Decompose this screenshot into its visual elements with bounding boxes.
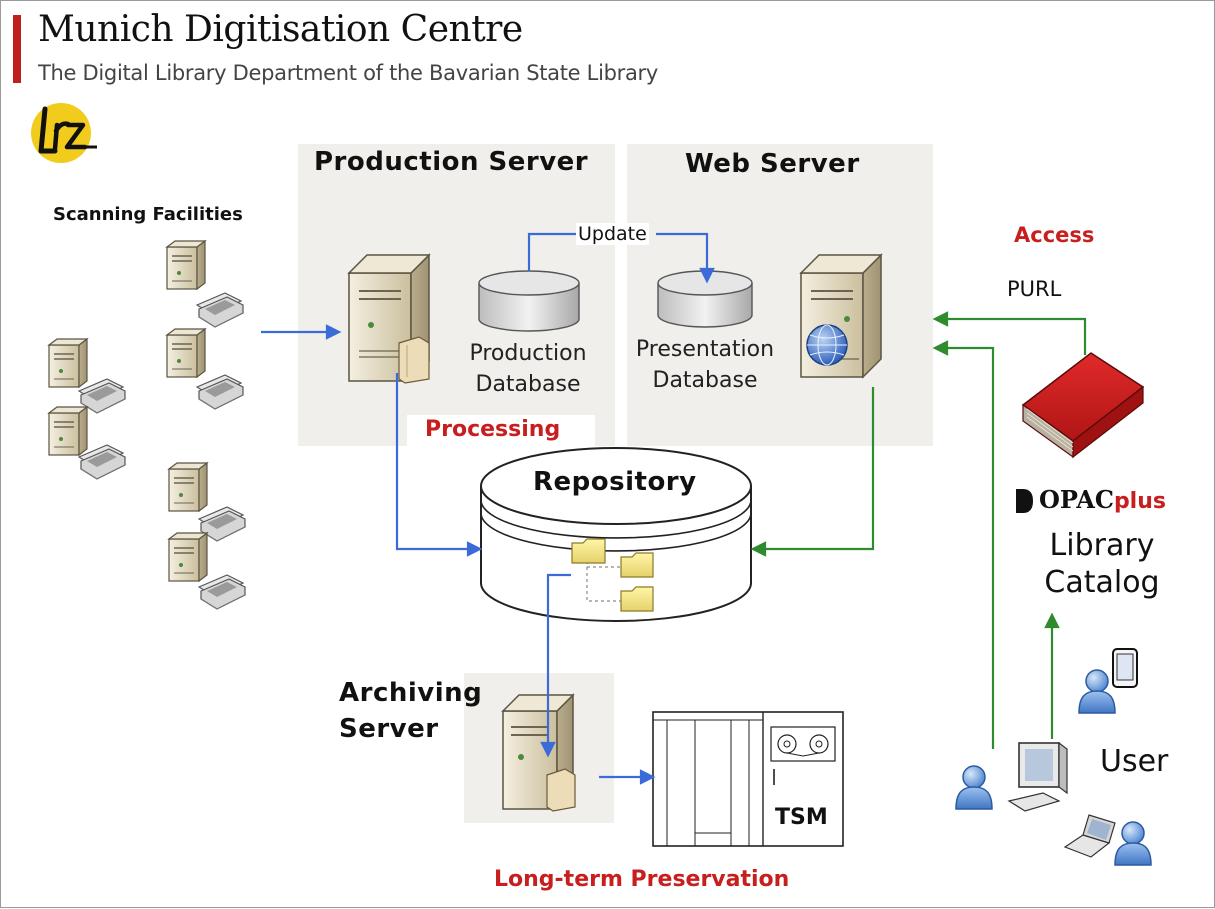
production-database-label-line2: Database [475,372,581,397]
archiving-server-label: Archiving Server [339,675,482,747]
opac-plus-text: plus [1113,489,1166,514]
library-catalog-label-line2: Catalog [1044,565,1160,600]
presentation-database-icon [657,270,753,328]
opac-brand-mark [1016,489,1033,513]
folder-tree-icon [571,538,654,612]
opac-plus-logo: OPACplus [1039,485,1166,514]
archiving-server-icon [501,693,576,812]
scanning-facilities-label: Scanning Facilities [53,204,243,225]
update-label: Update [576,223,649,245]
presentation-database-label: Presentation Database [625,334,785,396]
archiving-server-label-line1: Archiving [339,678,483,708]
green-flow-arrows [750,311,1087,749]
production-server-label: Production Server [314,147,589,177]
repository-label: Repository [533,467,697,497]
user-icons [955,648,1152,866]
production-database-label: Production Database [449,338,607,400]
opac-brand-text: OPAC [1039,485,1114,514]
long-term-preservation-label: Long-term Preservation [494,867,790,892]
tsm-tape-library-icon [652,711,844,847]
production-server-icon [347,253,431,384]
web-server-label: Web Server [685,149,860,179]
presentation-database-label-line1: Presentation [635,337,775,362]
production-database-icon [478,270,580,332]
library-catalog-label: Library Catalog [1025,527,1179,601]
archiving-server-label-line2: Server [339,714,439,744]
access-label: Access [1014,223,1095,247]
library-catalog-label-line1: Library [1049,528,1155,563]
catalog-book-icon [1021,352,1145,459]
title-accent-bar [13,15,21,83]
scanning-facility-icons [48,240,246,610]
lrz-logo [31,103,97,163]
user-label: User [1100,744,1169,779]
purl-label: PURL [1007,277,1062,301]
blue-flow-arrows [261,232,715,785]
presentation-database-label-line2: Database [652,368,758,393]
tsm-label: TSM [775,805,828,830]
page-subtitle: The Digital Library Department of the Ba… [38,61,659,85]
processing-label: Processing [407,415,595,447]
production-database-label-line1: Production [469,341,587,366]
page-title: Munich Digitisation Centre [38,9,523,50]
web-server-icon [799,253,883,379]
